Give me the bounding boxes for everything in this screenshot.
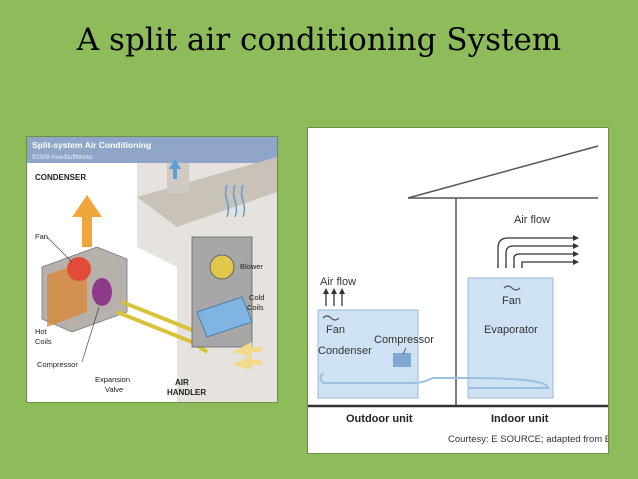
label-compressor: Compressor <box>374 334 434 346</box>
label-evaporator: Evaporator <box>484 324 538 336</box>
split-system-illustration: Split-system Air Conditioning ©2009 HowS… <box>27 137 277 402</box>
house-roof <box>137 157 277 227</box>
indoor-fan-icon <box>503 285 521 291</box>
hot-air-arrow <box>72 195 102 247</box>
outdoor-airflow-heads <box>323 288 345 294</box>
refrigerant-loop <box>319 372 550 389</box>
return-air-arrows <box>232 342 262 370</box>
label-valve: Valve <box>105 385 123 394</box>
compressor-box <box>393 353 411 367</box>
cold-air-up-arrow <box>169 159 181 179</box>
illustration-header-bar <box>27 137 277 163</box>
compressor-leader <box>402 347 407 355</box>
chimney-vent <box>167 163 189 193</box>
label-coils: Coils <box>35 337 52 346</box>
label-indoor-unit: Indoor unit <box>491 413 549 425</box>
label-condenser: Condenser <box>318 345 372 357</box>
leader-fan <box>46 236 73 263</box>
indoor-airflow-arrows <box>497 237 573 268</box>
label-courtesy: Courtesy: E SOURCE; adapted from EPA <box>448 434 608 445</box>
label-fan-indoor: Fan <box>502 295 521 307</box>
blower <box>209 254 235 280</box>
compressor-unit <box>92 278 112 306</box>
label-cold: Cold <box>249 293 264 302</box>
slide-title: A split air conditioning System <box>76 22 562 58</box>
label-fan-outdoor: Fan <box>326 324 345 336</box>
label-handler: HANDLER <box>167 388 206 397</box>
roof-line <box>407 145 599 199</box>
label-blower: Blower <box>240 262 263 271</box>
label-cold-coils: Coils <box>247 303 264 312</box>
split-system-schematic: Air flow Air flow Fan Evaporator Fan Con… <box>308 128 624 453</box>
cold-air-waves <box>224 184 246 218</box>
label-fan: Fan <box>35 232 48 241</box>
outdoor-airflow-arrows <box>325 293 343 306</box>
leader-compressor <box>81 306 100 363</box>
label-expansion: Expansion <box>95 375 130 384</box>
illustration-copyright: ©2009 HowStuffWorks <box>32 154 93 161</box>
cold-coils <box>196 296 253 338</box>
condenser-fan <box>67 257 91 281</box>
illustration-header: Split-system Air Conditioning <box>32 140 151 150</box>
label-air: AIR <box>175 378 189 387</box>
label-airflow-indoor: Air flow <box>514 214 550 226</box>
schematic-svg: Air flow Air flow Fan Evaporator Fan Con… <box>308 145 624 445</box>
illustration-svg: Split-system Air Conditioning ©2009 HowS… <box>27 137 277 402</box>
label-compressor: Compressor <box>37 360 78 369</box>
label-airflow-outdoor: Air flow <box>320 276 356 288</box>
label-hot: Hot <box>35 327 48 336</box>
indoor-airflow-heads <box>573 235 579 265</box>
outdoor-fan-icon <box>322 315 340 321</box>
label-condenser: CONDENSER <box>35 173 86 182</box>
label-outdoor-unit: Outdoor unit <box>346 413 413 425</box>
